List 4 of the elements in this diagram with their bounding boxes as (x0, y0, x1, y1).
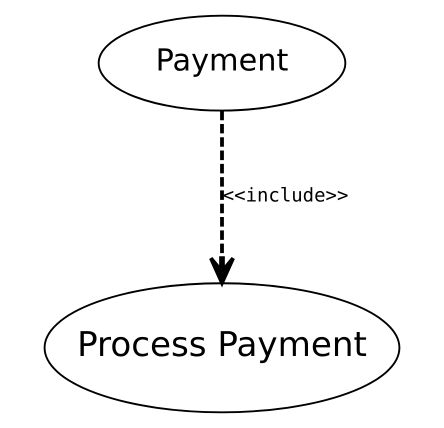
node-ellipse: Payment (98, 14, 346, 112)
node-ellipse: Process Payment (44, 282, 400, 414)
edge-label: <<include>> (222, 184, 348, 207)
arrow (209, 110, 235, 285)
